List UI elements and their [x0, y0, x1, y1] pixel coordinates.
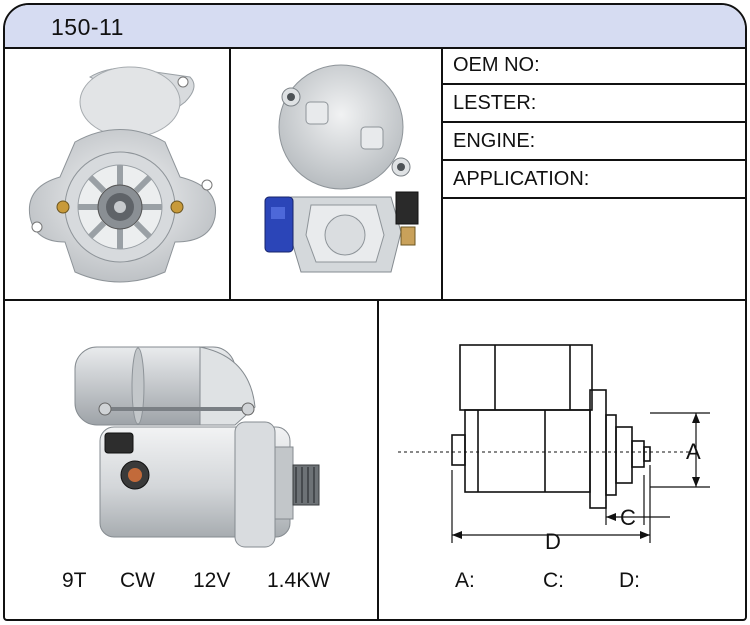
divider-middle — [5, 299, 745, 301]
application-label: APPLICATION: — [453, 168, 590, 190]
divider-top-2 — [441, 47, 443, 299]
dimension-drawing: A C D — [398, 344, 710, 554]
spec-teeth: 9T — [62, 569, 87, 592]
drawing-label-c: C — [620, 505, 636, 530]
spec-rotation: CW — [120, 569, 155, 592]
dimension-a-label: A: — [455, 569, 475, 592]
product-sheet: 150-11 — [3, 3, 747, 621]
divider-top-1 — [229, 47, 231, 299]
starter-rear-view-image — [264, 64, 419, 273]
dimension-d-label: D: — [619, 569, 640, 592]
divider-bottom — [377, 299, 379, 619]
application-row: APPLICATION: — [443, 161, 745, 199]
spec-voltage: 12V — [193, 569, 231, 592]
part-number: 150-11 — [51, 14, 124, 40]
starter-side-view-image — [74, 346, 320, 548]
lester-label: LESTER: — [453, 92, 537, 114]
spec-power: 1.4KW — [267, 569, 331, 592]
starter-front-view-image — [28, 66, 217, 283]
engine-row: ENGINE: — [443, 123, 745, 161]
header-bar: 150-11 — [5, 5, 745, 49]
dimension-c-label: C: — [543, 569, 564, 592]
lester-row: LESTER: — [443, 85, 745, 123]
oem-no-label: OEM NO: — [453, 54, 540, 76]
engine-label: ENGINE: — [453, 130, 536, 152]
oem-no-row: OEM NO: — [443, 47, 745, 85]
drawing-label-a: A — [686, 439, 701, 464]
drawing-label-d: D — [545, 529, 561, 554]
